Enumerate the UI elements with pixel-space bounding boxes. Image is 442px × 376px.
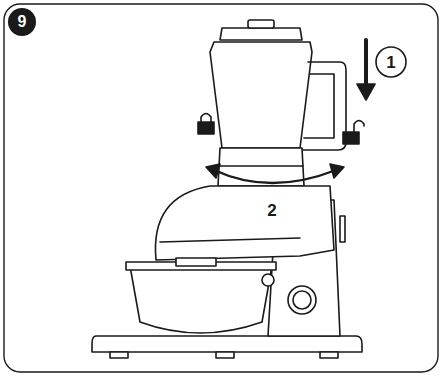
lock-closed xyxy=(198,114,214,135)
down-arrow xyxy=(357,40,375,100)
callout-circle xyxy=(376,47,406,77)
step-number: 9 xyxy=(18,14,27,30)
stand-mixer xyxy=(92,186,362,358)
callout-number: 1 xyxy=(386,54,395,71)
step-badge xyxy=(8,8,36,36)
lock-open xyxy=(343,121,364,145)
frame xyxy=(4,4,438,372)
blender-jug xyxy=(210,20,346,186)
rotate-arrow xyxy=(206,164,344,183)
callout-number: 2 xyxy=(267,202,276,219)
